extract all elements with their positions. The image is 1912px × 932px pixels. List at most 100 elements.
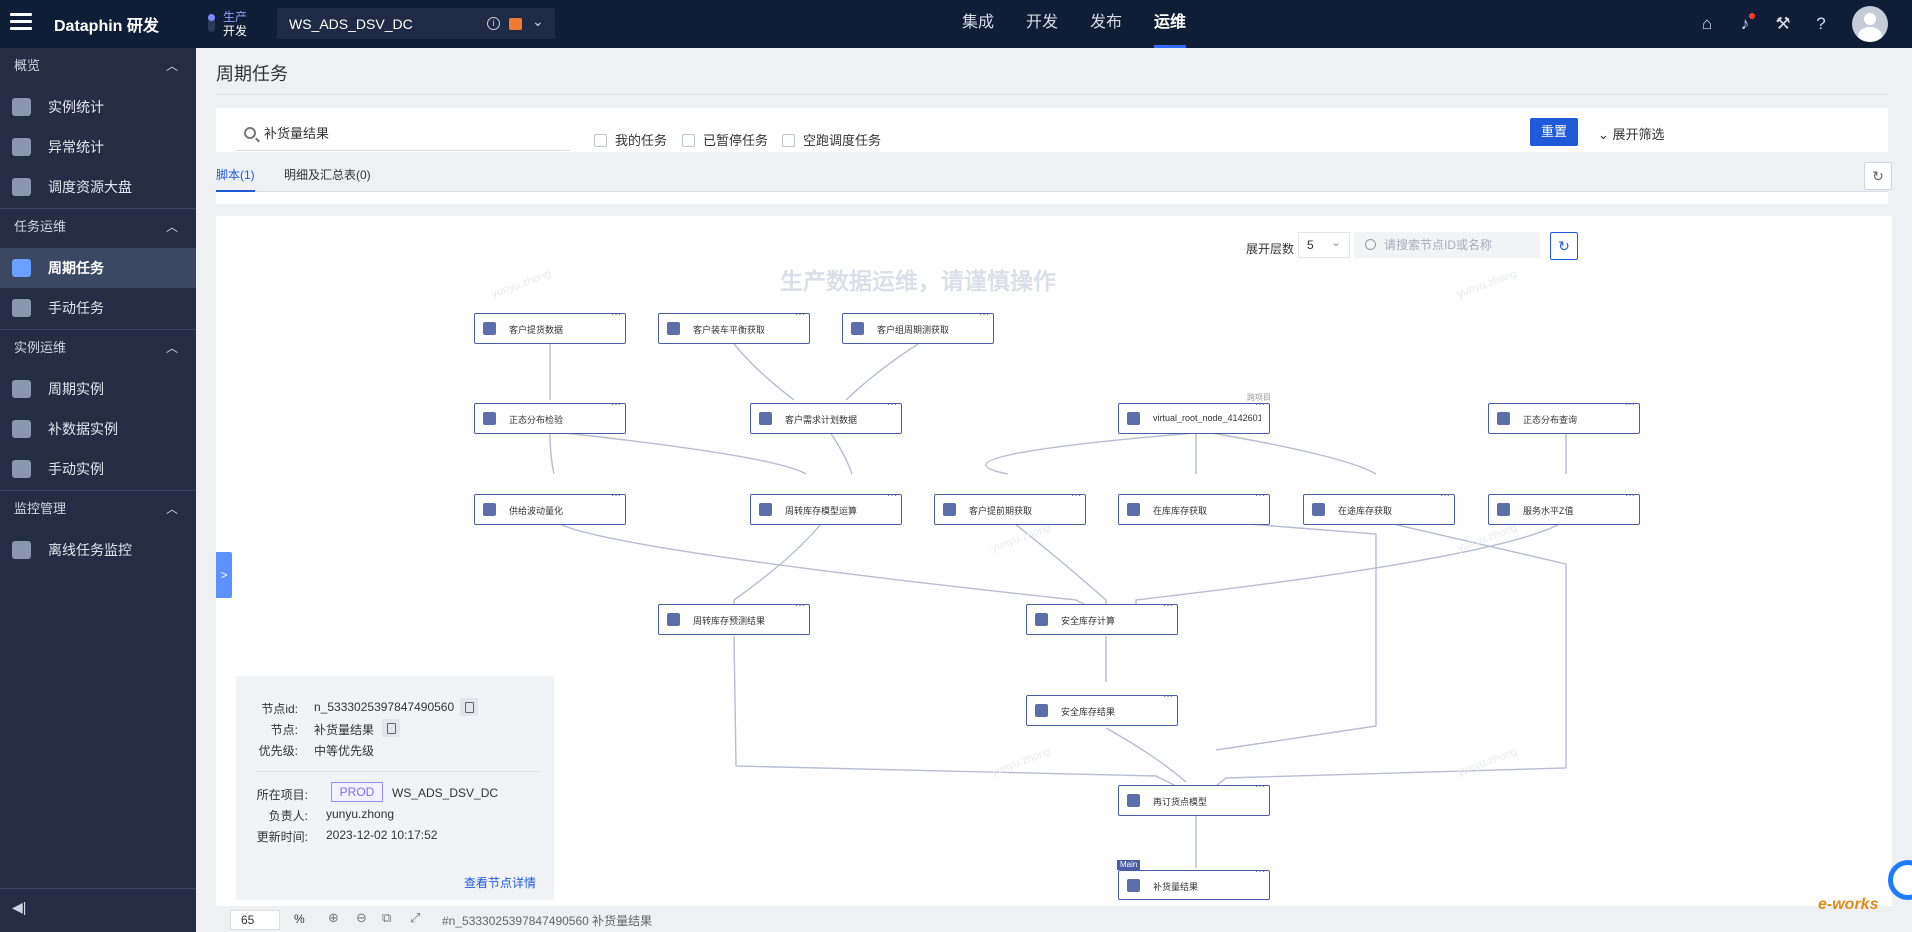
level-select[interactable]: 5 <box>1298 230 1350 258</box>
sidebar-item-periodic-instances[interactable]: 周期实例 <box>0 369 196 409</box>
view-node-detail-link[interactable]: 查看节点详情 <box>464 876 537 890</box>
bell-icon[interactable]: ♪ <box>1734 13 1756 35</box>
dag-node[interactable]: 正态分布查询··· <box>1488 399 1640 434</box>
more-icon[interactable]: ··· <box>1255 399 1265 410</box>
node-label: 供给波动量化 <box>509 506 564 516</box>
dag-node[interactable]: 服务水平Z值··· <box>1488 490 1640 525</box>
node-label: 再订货点模型 <box>1153 797 1208 807</box>
dag-node[interactable]: 正态分布检验··· <box>474 399 626 434</box>
dag-node[interactable]: 客户装车平衡获取··· <box>658 309 810 344</box>
more-icon[interactable]: ··· <box>1255 781 1265 792</box>
canvas-toolbar: 65 % ⊕ ⊖ ⧉ ⤢ #n_5333025397847490560 补货量结… <box>216 906 1892 932</box>
sidebar-item-exception-stats[interactable]: 异常统计 <box>0 127 196 167</box>
dag-node[interactable]: 在库库存获取··· <box>1118 490 1270 525</box>
dag-node-selected[interactable]: 补货量结果··· <box>1118 866 1270 900</box>
dag-node[interactable]: 周转库存模型运算··· <box>750 490 902 525</box>
owner-value: yunyu.zhong <box>326 807 395 821</box>
filter-my-tasks[interactable]: 我的任务 <box>594 130 667 149</box>
sidebar-item-resource-dashboard[interactable]: 调度资源大盘 <box>0 167 196 207</box>
dag-node[interactable]: 客户提货数据··· <box>474 309 626 344</box>
more-icon[interactable]: ··· <box>1440 490 1450 501</box>
hamburger-menu-icon[interactable] <box>10 13 32 35</box>
dag-node[interactable]: 客户组周期测获取··· <box>842 309 994 344</box>
task-search[interactable] <box>236 120 570 151</box>
more-icon[interactable]: ··· <box>887 490 897 501</box>
tab-tables[interactable]: 明细及汇总表(0) <box>284 168 371 182</box>
more-icon[interactable]: ··· <box>1625 490 1635 501</box>
expand-filter-button[interactable]: ⌄ 展开筛选 <box>1598 124 1665 143</box>
help-icon[interactable]: ? <box>1816 14 1826 33</box>
sidebar-item-manual-instances[interactable]: 手动实例 <box>0 449 196 489</box>
node-search-input[interactable]: 请搜索节点ID或名称 <box>1354 232 1540 258</box>
monitor-icon <box>12 541 31 559</box>
checkbox[interactable] <box>594 134 607 147</box>
dag-canvas[interactable]: 生产数据运维，请谨慎操作 yunyu.zhong yunyu.zhong yun… <box>216 216 1892 906</box>
dag-node[interactable]: 周转库存预测结果··· <box>658 600 810 635</box>
env-dev-label: 开发 <box>223 24 248 38</box>
sidebar-item-periodic-tasks[interactable]: 周期任务 <box>0 248 196 288</box>
checkbox[interactable] <box>782 134 795 147</box>
sidebar-item-backfill-instances[interactable]: 补数据实例 <box>0 409 196 449</box>
reset-button[interactable]: 重置 <box>1530 118 1578 146</box>
zoom-in-icon[interactable]: ⊕ <box>328 910 339 925</box>
more-icon[interactable]: ··· <box>611 399 621 410</box>
dag-node[interactable]: 安全库存结果··· <box>1026 691 1178 726</box>
dag-node[interactable]: 供给波动量化 ··· <box>474 490 626 525</box>
chevron-down-icon[interactable]: ⌄ <box>532 13 544 29</box>
nav-publish[interactable]: 发布 <box>1090 14 1123 31</box>
nav-operations[interactable]: 运维 <box>1154 0 1187 48</box>
more-icon[interactable]: ··· <box>1163 600 1173 611</box>
refresh-icon[interactable]: ↻ <box>1864 162 1892 190</box>
avatar[interactable] <box>1852 6 1888 42</box>
more-icon[interactable]: ··· <box>1163 691 1173 702</box>
fullscreen-icon[interactable]: ⤢ <box>410 910 421 925</box>
tab-scripts[interactable]: 脚本(1) <box>216 166 255 192</box>
copy-icon[interactable] <box>382 719 400 737</box>
node-id-value: n_5333025397847490560 <box>314 700 455 714</box>
more-icon[interactable]: ··· <box>611 309 621 320</box>
expand-panel-icon[interactable]: > <box>216 552 232 598</box>
sidebar-section-instance-ops[interactable]: 实例运维︿ <box>0 329 196 365</box>
more-icon[interactable]: ··· <box>795 309 805 320</box>
more-icon[interactable]: ··· <box>795 600 805 611</box>
sidebar-section-monitoring[interactable]: 监控管理︿ <box>0 490 196 526</box>
copy-icon[interactable] <box>460 698 478 716</box>
checkbox[interactable] <box>682 134 695 147</box>
zoom-out-icon[interactable]: ⊖ <box>356 910 367 925</box>
info-icon[interactable]: i <box>487 17 500 30</box>
more-icon[interactable]: ··· <box>611 490 621 501</box>
filter-paused-tasks[interactable]: 已暂停任务 <box>682 130 768 149</box>
dag-node[interactable]: 客户需求计划数据··· <box>750 399 902 434</box>
dag-node[interactable]: 客户提前期获取··· <box>934 490 1086 525</box>
filter-dry-run-tasks[interactable]: 空跑调度任务 <box>782 130 881 149</box>
dag-node[interactable]: 再订货点模型 ··· <box>1118 781 1270 816</box>
env-switch[interactable]: 生产 开发 <box>205 8 257 40</box>
more-icon[interactable]: ··· <box>1071 490 1081 501</box>
sidebar-item-manual-tasks[interactable]: 手动任务 <box>0 288 196 328</box>
sidebar-item-instance-stats[interactable]: 实例统计 <box>0 87 196 127</box>
fit-icon[interactable]: ⧉ <box>382 910 392 925</box>
more-icon[interactable]: ··· <box>1255 490 1265 501</box>
nav-develop[interactable]: 开发 <box>1026 14 1059 31</box>
zoom-input[interactable]: 65 <box>230 910 280 930</box>
more-icon[interactable]: ··· <box>1625 399 1635 410</box>
nav-integration[interactable]: 集成 <box>962 14 995 31</box>
dag-node[interactable]: 在途库存获取··· <box>1303 490 1455 525</box>
project-badge-icon <box>509 18 522 30</box>
refresh-icon[interactable]: ↻ <box>1550 232 1578 260</box>
dag-node[interactable]: virtual_root_node_4142601…··· <box>1118 399 1270 434</box>
sidebar-item-offline-monitor[interactable]: 离线任务监控 <box>0 530 196 570</box>
more-icon[interactable]: ··· <box>887 399 897 410</box>
dag-node[interactable]: 安全库存计算··· <box>1026 600 1178 635</box>
more-icon[interactable]: ··· <box>1255 866 1265 877</box>
sidebar-section-overview[interactable]: 概览︿ <box>0 48 196 84</box>
search-input[interactable] <box>264 125 544 140</box>
more-icon[interactable]: ··· <box>979 309 989 320</box>
collapse-sidebar-icon[interactable]: ◀| <box>12 899 27 915</box>
sidebar-section-task-ops[interactable]: 任务运维︿ <box>0 208 196 244</box>
node-name-value: 补货量结果 <box>314 723 375 737</box>
wrench-icon[interactable]: ⚒ <box>1775 14 1791 33</box>
sql-node-icon <box>483 322 496 335</box>
home-icon[interactable]: ⌂ <box>1701 14 1713 33</box>
project-selector[interactable]: WS_ADS_DSV_DC i ⌄ <box>277 8 555 39</box>
